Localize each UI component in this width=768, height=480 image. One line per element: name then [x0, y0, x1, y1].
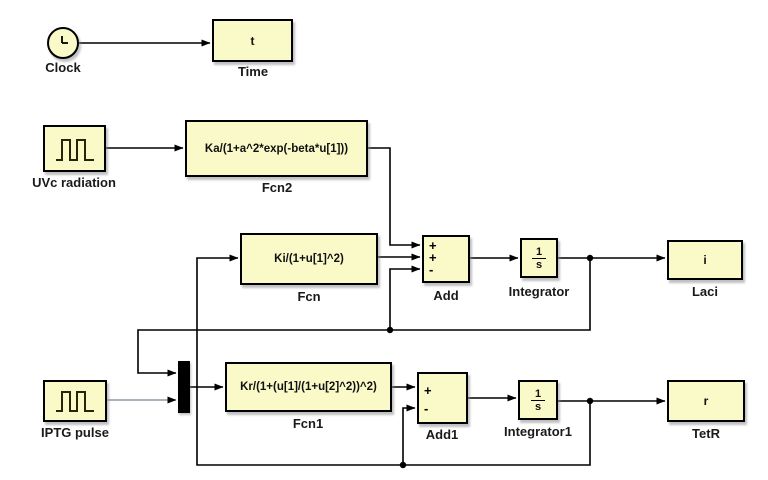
clock-icon	[61, 36, 68, 44]
integrator-denominator: s	[531, 257, 547, 271]
add-label: Add	[433, 288, 459, 303]
add1-block[interactable]: + -	[417, 372, 468, 424]
integrator1-denominator: s	[530, 399, 546, 413]
add-sign-plus-1: +	[429, 238, 437, 253]
time-block[interactable]: t	[212, 19, 293, 62]
fcn2-block[interactable]: Ka/(1+a^2*exp(-beta*u[1]))	[185, 120, 368, 177]
fcn-expression: Ki/(1+u[1]^2)	[274, 253, 344, 265]
integrator-block[interactable]: 1 s	[520, 238, 558, 278]
add-sign-plus-2: +	[429, 250, 437, 265]
integrator1-block[interactable]: 1 s	[518, 380, 558, 420]
wire-tetr-feedback-to-add1-minus[interactable]	[402, 404, 416, 465]
clock-label: Clock	[45, 60, 81, 75]
junction-dot	[399, 461, 407, 469]
junction-dots	[386, 254, 594, 469]
tetr-block[interactable]: r	[667, 380, 745, 422]
time-label: Time	[237, 64, 269, 79]
tetr-block-text: r	[703, 394, 709, 408]
wire-tetr-feedback-to-fcn[interactable]	[196, 254, 591, 466]
fcn-block[interactable]: Ki/(1+u[1]^2)	[240, 233, 378, 285]
fcn-label: Fcn	[297, 289, 321, 304]
clock-block[interactable]	[47, 27, 79, 59]
fcn2-label: Fcn2	[261, 180, 293, 195]
uvc-radiation-label: UVc radiation	[32, 175, 116, 190]
wire-fcn2-to-add[interactable]	[368, 147, 421, 249]
integrator-label: Integrator	[508, 284, 570, 299]
iptg-pulse-block[interactable]	[43, 380, 107, 422]
integrator-numerator: 1	[535, 245, 543, 258]
add1-sign-minus: -	[424, 401, 429, 416]
fcn2-expression: Ka/(1+a^2*exp(-beta*u[1]))	[204, 142, 349, 155]
wire-laci-feedback-to-mux[interactable]	[137, 258, 591, 377]
add1-label: Add1	[425, 427, 459, 442]
laci-block[interactable]: i	[667, 240, 743, 280]
add-sign-minus: -	[429, 262, 434, 277]
integrator1-numerator: 1	[534, 387, 542, 400]
wire-laci-feedback-to-add-minus[interactable]	[389, 265, 421, 330]
laci-label: Laci	[691, 284, 719, 299]
integrator-fraction: 1 s	[531, 245, 547, 271]
integrator1-label: Integrator1	[504, 424, 572, 439]
laci-block-text: i	[703, 253, 707, 267]
junction-dot	[586, 254, 594, 262]
junction-dot	[586, 397, 594, 405]
mux-block[interactable]	[178, 361, 190, 413]
junction-dot	[386, 326, 394, 334]
uvc-radiation-block[interactable]	[43, 125, 106, 172]
time-block-text: t	[250, 33, 255, 48]
add-block[interactable]: + + -	[422, 235, 470, 283]
fcn1-label: Fcn1	[292, 416, 324, 431]
pulse-wave-icon	[56, 391, 94, 412]
tetr-label: TetR	[692, 426, 720, 441]
integrator1-fraction: 1 s	[530, 387, 546, 413]
fcn1-block[interactable]: Kr/(1+(u[1]/(1+u[2]^2))^2)	[225, 362, 392, 412]
add1-sign-plus: +	[424, 383, 432, 398]
fcn1-expression: Kr/(1+(u[1]/(1+u[2]^2))^2)	[240, 381, 377, 393]
pulse-wave-icon	[55, 138, 94, 161]
iptg-pulse-label: IPTG pulse	[41, 425, 109, 440]
